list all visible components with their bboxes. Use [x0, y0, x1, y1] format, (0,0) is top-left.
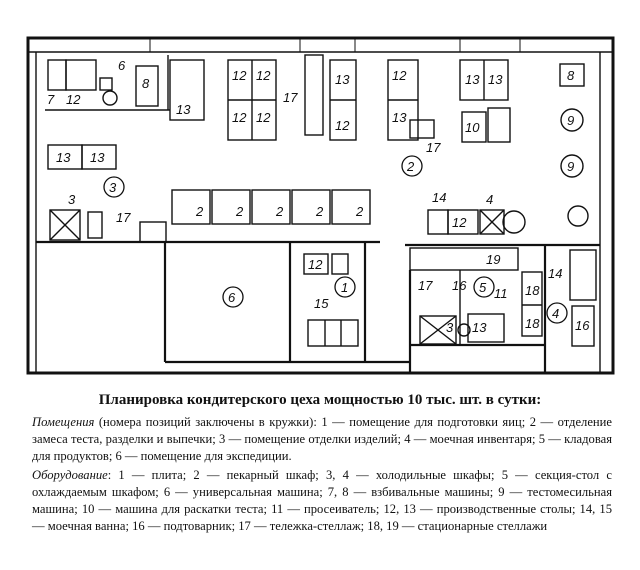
sink-15	[307, 319, 359, 347]
rooms-label: Помещения	[32, 415, 95, 429]
label-14b: 14	[548, 266, 562, 281]
window-marks	[149, 38, 521, 52]
whisk-8	[135, 65, 159, 107]
table-13-b	[81, 144, 117, 170]
label-12b: 12	[256, 68, 271, 83]
label-6: 6	[118, 58, 126, 73]
label-13b: 13	[90, 150, 105, 165]
label-3a: 3	[68, 192, 76, 207]
label-12f: 12	[392, 68, 407, 83]
floor-plan: 3 2 6 1 5 4 7 12 6 8 13 13 3 17 13 12 12…	[26, 36, 615, 375]
label-3b: 3	[446, 320, 454, 335]
equipment-label: Оборудование	[32, 468, 108, 482]
room-marker-1	[334, 276, 356, 298]
oven-row	[171, 189, 371, 225]
mixer-9-b	[560, 154, 584, 178]
label-2a: 2	[195, 204, 204, 219]
label-9a: 9	[567, 113, 574, 128]
figure-title: Планировка кондитерского цеха мощностью …	[98, 392, 542, 408]
label-2b: 2	[235, 204, 244, 219]
label-12a: 12	[232, 68, 247, 83]
fridge-3-b	[419, 315, 457, 345]
room-marker-6	[222, 286, 244, 308]
mixer-9-a	[560, 108, 584, 132]
label-12h: 12	[308, 257, 323, 272]
table-12-r1	[303, 253, 329, 275]
room-label-6: 6	[228, 290, 236, 305]
rooms-text: (номера позиций заключены в кружки): 1 —…	[32, 415, 612, 463]
label-18b: 18	[525, 316, 540, 331]
legend: Помещения (номера позиций заключены в кр…	[32, 414, 612, 537]
room-marker-4	[546, 302, 568, 324]
label-19: 19	[486, 252, 500, 267]
sink-7	[47, 59, 67, 91]
room-marker-2	[401, 155, 423, 177]
label-2e: 2	[355, 204, 364, 219]
label-4: 4	[486, 192, 493, 207]
fridge-3	[49, 209, 81, 241]
room-label-2: 2	[406, 159, 415, 174]
rooms-paragraph: Помещения (номера позиций заключены в кр…	[32, 414, 612, 465]
label-2d: 2	[315, 204, 324, 219]
label-12g: 12	[452, 215, 467, 230]
label-12c: 12	[232, 110, 247, 125]
outer-wall	[26, 36, 615, 375]
equipment-text: : 1 — плита; 2 — пекарный шкаф; 3, 4 — х…	[32, 468, 612, 533]
label-17b: 17	[283, 90, 298, 105]
label-12: 12	[66, 92, 81, 107]
label-15: 15	[314, 296, 329, 311]
label-11: 11	[494, 286, 508, 301]
label-13f: 13	[465, 72, 480, 87]
label-18a: 18	[525, 283, 540, 298]
room-marker-3	[103, 176, 125, 198]
fridge-4	[479, 209, 505, 235]
room-label-4: 4	[552, 306, 559, 321]
label-17d: 17	[418, 278, 433, 293]
label-9b: 9	[567, 159, 574, 174]
label-13h: 13	[472, 320, 487, 335]
label-8b: 8	[567, 68, 575, 83]
label-12d: 12	[256, 110, 271, 125]
label-13c: 13	[176, 102, 191, 117]
room-label-3: 3	[109, 180, 117, 195]
label-12e: 12	[335, 118, 350, 133]
label-16a: 16	[452, 278, 467, 293]
label-8: 8	[142, 76, 150, 91]
room-label-5: 5	[479, 280, 487, 295]
label-10: 10	[465, 120, 480, 135]
label-13g: 13	[488, 72, 503, 87]
label-17c: 17	[426, 140, 441, 155]
label-13d: 13	[335, 72, 350, 87]
label-7: 7	[47, 92, 55, 107]
label-2c: 2	[275, 204, 284, 219]
shelf-18	[521, 271, 543, 337]
mixer-8	[559, 63, 585, 87]
room-marker-5	[473, 276, 495, 298]
label-13e: 13	[392, 110, 407, 125]
label-13a: 13	[56, 150, 71, 165]
label-14a: 14	[432, 190, 446, 205]
label-16b: 16	[575, 318, 590, 333]
room-label-1: 1	[341, 280, 348, 295]
equipment-paragraph: Оборудование: 1 — плита; 2 — пекарный шк…	[32, 467, 612, 535]
label-17a: 17	[116, 210, 131, 225]
table-12	[65, 59, 97, 91]
roller-10	[461, 111, 487, 143]
